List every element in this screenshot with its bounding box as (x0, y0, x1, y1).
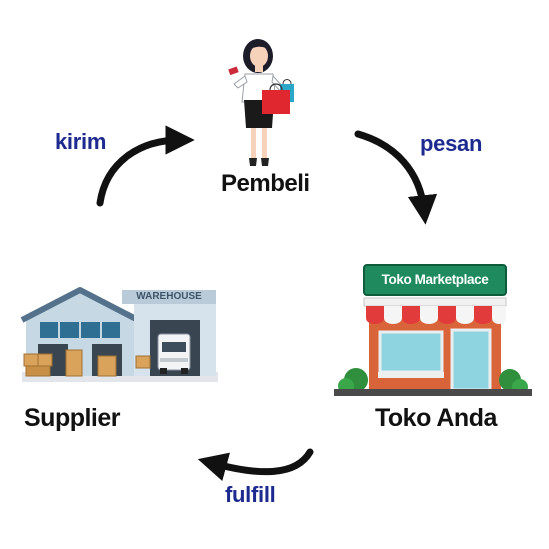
supplier-label: Supplier (24, 404, 121, 432)
storefront-icon (334, 264, 532, 396)
fulfill-arrow (197, 448, 314, 482)
store-label: Toko Anda (375, 404, 497, 432)
edge-label-fulfill: fulfill (225, 482, 276, 507)
edge-label-kirim: kirim (55, 129, 107, 154)
warehouse-sign-text: WAREHOUSE (136, 291, 202, 302)
warehouse-icon (20, 287, 218, 382)
store-awning (366, 306, 506, 324)
kirim-arrow (96, 125, 195, 207)
woman-shopper-icon (228, 39, 294, 166)
pesan-arrow (354, 130, 438, 225)
store-sign-text: Toko Marketplace (381, 272, 489, 287)
buyer-label: Pembeli (221, 170, 310, 197)
edge-label-pesan: pesan (420, 131, 483, 156)
